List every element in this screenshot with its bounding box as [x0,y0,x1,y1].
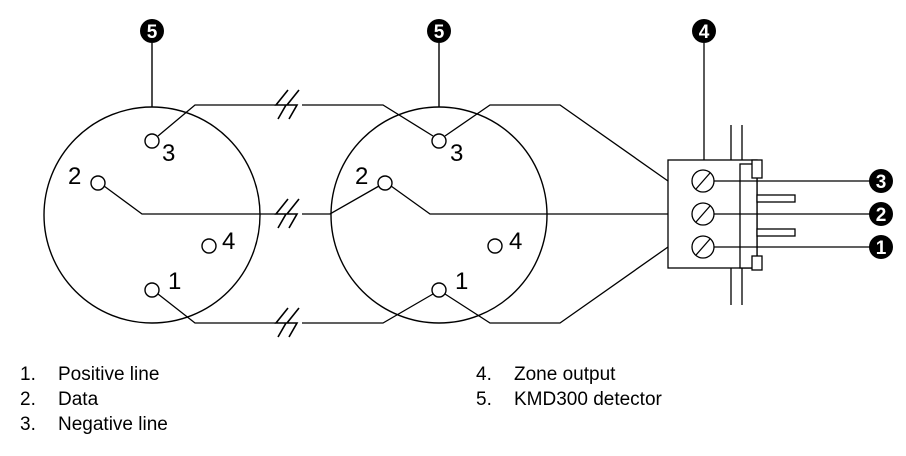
svg-text:3: 3 [876,172,887,193]
break-mark-top [274,89,302,120]
svg-text:2: 2 [876,205,887,226]
wires [103,104,669,324]
connector-latch-top [751,159,763,179]
detector-b-label-1: 1 [455,268,468,295]
wire-break-marks [274,89,302,338]
svg-text:1: 1 [876,238,887,259]
screw-middle [691,202,715,226]
callout-connector: 4 [692,19,716,43]
legend-item: 4. Zone output [476,362,662,387]
detector-a-body [43,106,261,324]
callout-detector-b: 5 [427,19,451,43]
legend-number: 4. [476,364,492,385]
detector-a [43,43,261,324]
legend-number: 2. [20,389,36,410]
svg-text:4: 4 [699,22,710,43]
break-mark-middle [274,198,302,229]
terminal-connector [667,43,870,305]
wire-data-b-connector [390,185,668,215]
legend-item: 5. KMD300 detector [476,387,662,412]
legend-text: Negative line [58,414,168,435]
callout-wire-middle: 2 [869,202,893,226]
legend-item: 3. Negative line [20,412,168,437]
detector-b-terminal-1 [431,282,447,298]
legend-item: 1. Positive line [20,362,168,387]
detector-b-terminal-4 [487,238,503,254]
detector-a-terminal-4 [201,238,217,254]
legend-item: 2. Data [20,387,168,412]
detector-b-terminal-2 [377,175,393,191]
detector-b-terminal-3 [431,133,447,149]
svg-text:5: 5 [147,22,158,43]
legend-text: Positive line [58,364,160,385]
wiring-diagram: 3 2 4 1 3 2 4 1 5 5 4 3 2 1 [43,19,893,338]
wire-positive-b-connector [444,246,669,324]
legend-text: KMD300 detector [514,389,662,410]
callout-wire-bottom: 1 [869,235,893,259]
detector-b-label-3: 3 [450,140,463,167]
detector-a-terminal-2 [90,175,106,191]
detector-a-terminal-1 [144,282,160,298]
terminal-labels: 3 2 4 1 3 2 4 1 [68,140,522,295]
screw-bottom [691,235,715,259]
detector-b-label-2: 2 [355,163,368,190]
connector-pin-upper [756,194,796,203]
detector-b [330,43,548,324]
legend-number: 5. [476,389,492,410]
detector-a-label-3: 3 [162,140,175,167]
legend-number: 1. [20,364,36,385]
legend-text: Zone output [514,364,616,385]
wire-data-a-b [103,185,380,215]
callouts: 5 5 4 3 2 1 [140,19,893,259]
break-mark-bottom [274,307,302,338]
connector-latch-bottom [751,255,763,271]
detector-b-body [330,106,548,324]
legend-right-column: 4. Zone output 5. KMD300 detector [476,362,662,412]
detector-a-terminal-3 [144,133,160,149]
screw-top [691,169,715,193]
legend-number: 3. [20,414,36,435]
detector-b-label-4: 4 [509,228,522,255]
connector-pin-lower [756,228,796,237]
callout-wire-top: 3 [869,169,893,193]
detector-a-label-1: 1 [168,268,181,295]
legend-left-column: 1. Positive line 2. Data 3. Negative lin… [20,362,168,437]
svg-text:5: 5 [434,22,445,43]
detector-a-label-2: 2 [68,163,81,190]
connector-plug [739,163,758,269]
legend-text: Data [58,389,99,410]
detector-a-label-4: 4 [222,228,235,255]
wire-negative-b-connector [444,104,669,182]
callout-detector-a: 5 [140,19,164,43]
